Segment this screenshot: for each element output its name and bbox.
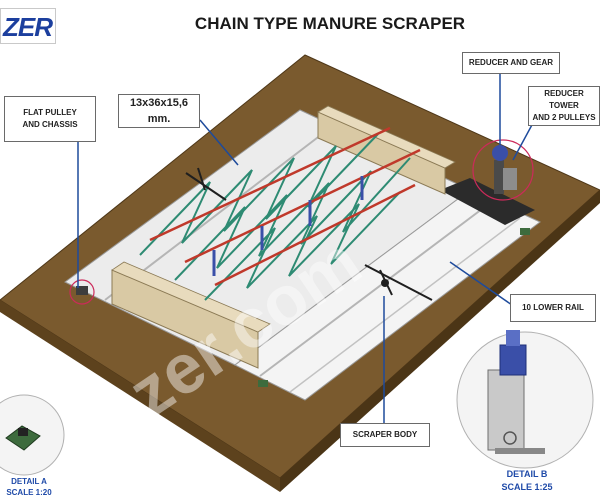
chain-size-callout: 13x36x15,6 mm. bbox=[118, 94, 200, 128]
leader-lines bbox=[77, 72, 541, 425]
chain-size-line-2: mm. bbox=[147, 113, 171, 125]
flat-pulley-line-1: FLAT PULLEY bbox=[23, 108, 77, 117]
detail-b-view bbox=[456, 330, 594, 469]
flat-pulley-callout: FLAT PULLEY AND CHASSIS bbox=[4, 96, 96, 142]
scraper-uprights bbox=[212, 176, 364, 276]
detail-b-name: DETAIL B bbox=[506, 469, 548, 479]
reducer-tower-callout: REDUCER TOWER AND 2 PULLEYS bbox=[528, 86, 600, 126]
rail-line-3 bbox=[289, 217, 521, 393]
detail-a-name: DETAIL A bbox=[11, 477, 47, 486]
detail-a-label: DETAIL A SCALE 1:20 bbox=[4, 476, 54, 498]
detail-b-scale: SCALE 1:25 bbox=[501, 481, 553, 492]
anchor-plate-2 bbox=[520, 228, 530, 235]
soil-base-side-edge bbox=[280, 190, 600, 492]
detail-a-scale: SCALE 1:20 bbox=[6, 488, 52, 498]
reducer-tower-line-1: REDUCER TOWER bbox=[544, 89, 584, 110]
scraper-body-label: SCRAPER BODY bbox=[352, 430, 418, 439]
anchor-plate-1 bbox=[258, 380, 268, 387]
lower-rail-slot bbox=[440, 178, 535, 225]
reducer-gear-callout: REDUCER AND GEAR bbox=[462, 52, 560, 74]
company-logo: ZER bbox=[0, 8, 56, 44]
scraper-body-callout: SCRAPER BODY bbox=[340, 423, 430, 447]
soil-base-front-edge bbox=[0, 300, 280, 492]
scraper-body bbox=[185, 167, 433, 301]
flat-pulley-block bbox=[76, 286, 88, 295]
detail-a-marker bbox=[69, 279, 95, 305]
page-title: CHAIN TYPE MANURE SCRAPER bbox=[194, 14, 466, 33]
brick-wall-back-top bbox=[317, 105, 456, 169]
rail-line-2 bbox=[259, 202, 491, 377]
logo-text: ZER bbox=[3, 12, 53, 42]
floor-channel-right bbox=[234, 189, 541, 401]
push-rods bbox=[149, 126, 421, 287]
chain-size-line-1: 13x36x15,6 bbox=[129, 96, 189, 109]
reducer-tower-line-2: AND 2 PULLEYS bbox=[532, 113, 596, 122]
detail-a-view bbox=[0, 394, 65, 476]
detail-b-label: DETAIL B SCALE 1:25 bbox=[492, 468, 562, 493]
reducer-gear-label: REDUCER AND GEAR bbox=[468, 58, 554, 67]
scraper-chain bbox=[139, 133, 411, 301]
detail-b-marker bbox=[472, 139, 534, 201]
lower-rail-callout: 10 LOWER RAIL bbox=[510, 294, 596, 322]
brick-wall-front-top bbox=[111, 261, 271, 333]
reducer-tower bbox=[492, 145, 517, 194]
flat-pulley-line-2: AND CHASSIS bbox=[22, 120, 78, 129]
lower-rail-label: 10 LOWER RAIL bbox=[522, 303, 584, 312]
